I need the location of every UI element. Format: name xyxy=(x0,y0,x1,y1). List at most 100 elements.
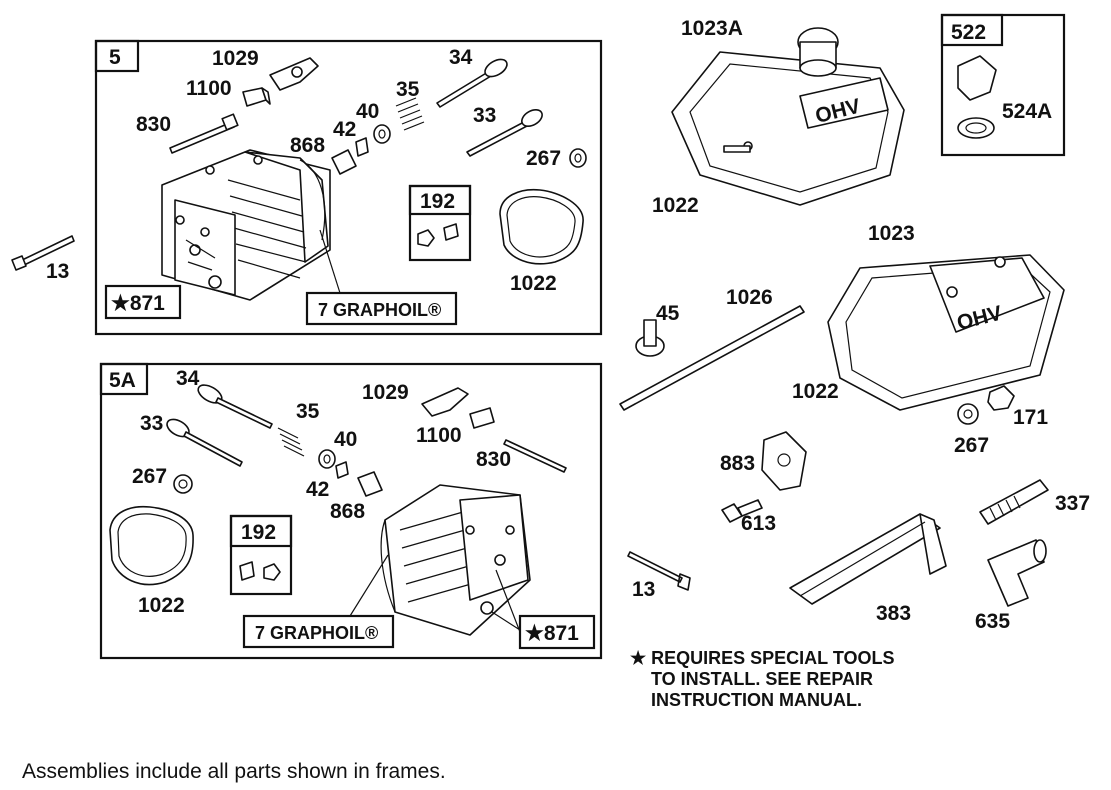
part-42-keeper-bottom xyxy=(335,461,349,479)
label-35-top: 35 xyxy=(396,78,420,101)
label-1023: 1023 xyxy=(868,222,915,245)
part-868-seal-top xyxy=(331,149,357,175)
part-524a-seal xyxy=(957,117,995,139)
box-192-bottom-tag xyxy=(229,514,293,548)
label-40-top: 40 xyxy=(356,100,379,123)
part-1029-rocker-top xyxy=(269,57,319,91)
part-13-bolt-left xyxy=(11,235,75,271)
label-830-bottom: 830 xyxy=(476,448,511,471)
label-868-top: 868 xyxy=(290,134,325,157)
label-1029-top: 1029 xyxy=(212,47,259,70)
part-45-and-1026 xyxy=(619,305,805,411)
label-45: 45 xyxy=(656,302,680,325)
graphoil-bottom-label: 7 GRAPHOIL® xyxy=(255,623,378,643)
part-192-nut-top xyxy=(417,229,435,247)
label-33-top: 33 xyxy=(473,104,496,127)
cylinder-head-top xyxy=(161,149,331,301)
label-171: 171 xyxy=(1013,406,1048,429)
frame-522-number: 522 xyxy=(951,21,986,44)
label-34-bottom: 34 xyxy=(176,367,200,390)
label-267-right: 267 xyxy=(954,434,989,457)
part-40-retainer-top xyxy=(373,124,391,144)
cylinder-head-bottom xyxy=(380,484,531,636)
part-1100-bottom xyxy=(469,407,495,429)
star-871-top-label: ★871 xyxy=(111,292,165,315)
part-35-spring-top xyxy=(395,97,425,131)
label-1022-bottom: 1022 xyxy=(138,594,185,617)
valve-cover-1023a: OHV xyxy=(671,27,905,206)
graphoil-top-leader xyxy=(319,229,341,294)
part-383-armature xyxy=(789,513,947,605)
label-13-left: 13 xyxy=(46,260,69,283)
label-1022-cover-bottom: 1022 xyxy=(792,380,839,403)
label-524a: 524A xyxy=(1002,100,1052,123)
frame-5-group: 5 xyxy=(94,39,603,336)
label-42-bottom: 42 xyxy=(306,478,329,501)
part-35-spring-bottom xyxy=(277,427,305,457)
part-42-keeper-top xyxy=(355,137,369,157)
part-830-stud-top xyxy=(169,113,239,154)
frame-5-border xyxy=(94,39,603,336)
part-635-boot xyxy=(987,539,1047,607)
label-1022-cover-top: 1022 xyxy=(652,194,699,217)
frame-5a-group: 5A xyxy=(99,362,603,660)
label-830-top: 830 xyxy=(136,113,171,136)
box-192-bottom-label: 192 xyxy=(241,521,276,544)
label-613: 613 xyxy=(741,512,776,535)
part-1022-gasket-bottom xyxy=(109,505,194,586)
part-883-gasket xyxy=(761,431,807,491)
part-33-valve-bottom xyxy=(166,418,243,467)
label-267-top: 267 xyxy=(526,147,561,170)
part-524a-cap xyxy=(957,55,997,101)
label-267-bottom: 267 xyxy=(132,465,167,488)
star-871-bottom-leaders xyxy=(491,569,521,633)
frame-522-tag xyxy=(940,13,1004,47)
part-33-valve-top xyxy=(466,109,543,157)
star-871-bottom-label: ★871 xyxy=(525,622,579,645)
frame-5a-tag xyxy=(99,362,149,396)
part-40-retainer-bottom xyxy=(318,449,336,469)
part-337-spark-plug xyxy=(979,479,1049,525)
part-1022-gasket-top xyxy=(499,188,584,265)
label-635: 635 xyxy=(975,610,1010,633)
part-1029-rocker-bottom xyxy=(421,387,469,417)
graphoil-top-label: 7 GRAPHOIL® xyxy=(318,300,441,320)
label-1029-bottom: 1029 xyxy=(362,381,409,404)
label-1022-top: 1022 xyxy=(510,272,557,295)
part-868-seal-bottom xyxy=(357,471,383,497)
part-40-retainer-hole-top xyxy=(378,129,386,139)
frame-522-group: 522 524A xyxy=(940,13,1066,157)
label-868-bottom: 868 xyxy=(330,500,365,523)
label-1026: 1026 xyxy=(726,286,773,309)
label-1100-top: 1100 xyxy=(186,77,232,100)
part-1026-pushrod xyxy=(619,305,805,411)
part-267-washer-bottom xyxy=(173,474,193,494)
graphoil-bottom-box xyxy=(242,614,395,649)
part-192-screw-bottom xyxy=(239,561,255,581)
frame-5a-number: 5A xyxy=(109,369,136,392)
label-1100-bottom: 1100 xyxy=(416,424,462,447)
label-1023a: 1023A xyxy=(681,17,743,40)
note-line-1: ★ REQUIRES SPECIAL TOOLS xyxy=(630,648,895,668)
part-1100-top xyxy=(242,87,271,107)
label-383: 383 xyxy=(876,602,911,625)
valve-cover-1023: OHV xyxy=(827,254,1065,411)
frame-5-number: 5 xyxy=(109,46,121,69)
label-33-bottom: 33 xyxy=(140,412,163,435)
note-line-2: TO INSTALL. SEE REPAIR xyxy=(651,669,873,689)
star-871-top-box xyxy=(104,284,182,320)
box-192-top-label: 192 xyxy=(420,190,455,213)
box-192-top-tag xyxy=(408,184,472,216)
part-267-right xyxy=(957,403,979,425)
frame-5a-border xyxy=(99,362,603,660)
part-13-bolt-right xyxy=(627,551,691,591)
part-830-stud-bottom xyxy=(503,439,567,473)
label-34-top: 34 xyxy=(449,46,473,69)
part-267-washer-top xyxy=(569,148,587,168)
frame-5-tag xyxy=(94,39,140,73)
part-171 xyxy=(987,385,1015,411)
part-34-valve-bottom xyxy=(197,384,273,429)
label-40-bottom: 40 xyxy=(334,428,357,451)
part-34-valve-top xyxy=(436,58,508,108)
